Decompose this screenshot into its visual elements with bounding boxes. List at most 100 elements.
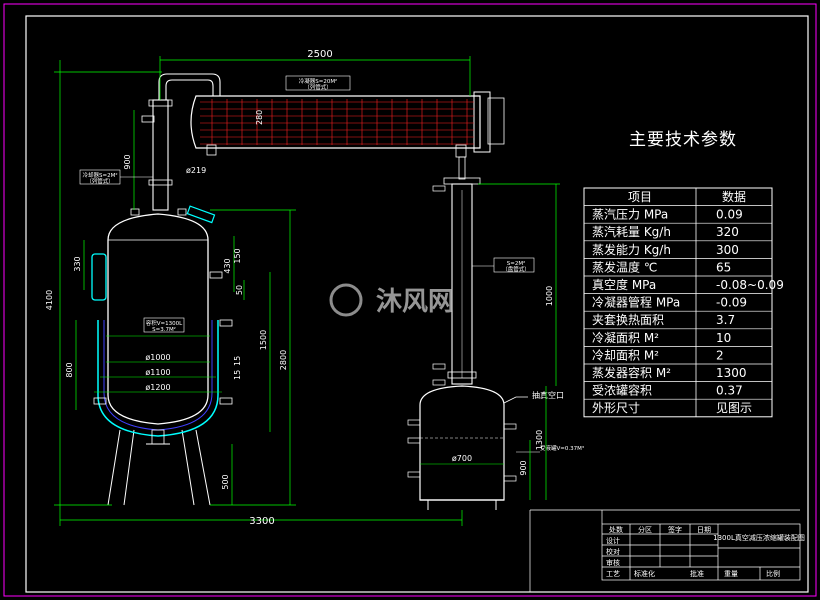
- spec-row-value: -0.08~0.09: [716, 278, 784, 292]
- tb-drawing-name: 1300L真空减压浓缩罐装配图: [713, 533, 805, 542]
- receiver-nozzle-2: [407, 437, 421, 444]
- vessel-leg-left: [107, 429, 135, 506]
- side-nozzle-2: [219, 319, 233, 327]
- spec-row-item: 蒸汽压力 MPa: [592, 207, 668, 222]
- receiver-assembly: 抽真空口 S=2M² （盘管式） 受液罐V=0.37M³: [407, 156, 584, 510]
- receiver-nozzle-4: [503, 423, 517, 430]
- side-nozzle-1: [209, 271, 223, 279]
- condenser-label: 冷凝器S=20M²: [299, 77, 338, 85]
- inner-frame: [25, 15, 809, 593]
- cooler-left-label: 冷却器S=2M²: [82, 171, 117, 179]
- condenser-label-box: [285, 75, 351, 91]
- dim-text-219: ø219: [186, 166, 206, 175]
- spec-row-value: 65: [716, 260, 731, 274]
- dim-text-2500: 2500: [307, 49, 332, 60]
- vacuum-port-label: 抽真空口: [532, 390, 564, 400]
- dim-text-900b: 900: [519, 460, 528, 475]
- spec-row-value: 0.09: [716, 208, 743, 222]
- condenser-drain: [206, 144, 217, 156]
- sight-glass: [186, 205, 216, 224]
- dim-text-150: 150: [233, 248, 242, 263]
- dim-text-700: ø700: [452, 454, 472, 463]
- dim-text-50: 50: [235, 285, 244, 295]
- tb-header-0: 处数: [609, 525, 623, 534]
- vessel-shell: [107, 213, 209, 425]
- dim-text-1000d: ø1000: [145, 353, 170, 362]
- dim-text-500: 500: [221, 474, 230, 489]
- spec-table-frame: [583, 187, 773, 418]
- tb-row-3: 工艺: [606, 570, 620, 578]
- spec-row-value: -0.09: [716, 296, 747, 310]
- spec-row-item: 真空度 MPa: [592, 277, 656, 292]
- receiver-nozzle-3: [407, 471, 421, 478]
- outer-frame: [3, 3, 817, 597]
- spec-row-value: 见图示: [716, 401, 752, 415]
- tb-row-2: 审核: [606, 558, 620, 567]
- dim-text-4100: 4100: [45, 290, 54, 310]
- down-pipe: [458, 156, 466, 180]
- spec-row-value: 10: [716, 331, 731, 345]
- receiver-nozzle-1: [407, 419, 421, 426]
- condenser: 冷凝器S=20M² （列管式） 280: [190, 75, 505, 158]
- tb-header-3: 日期: [697, 526, 711, 534]
- top-nozzle-1: [130, 208, 140, 216]
- spec-row-item: 蒸发温度 ℃: [592, 259, 657, 274]
- tb-bottom-1: 批准: [690, 569, 704, 578]
- tb-row-0: 设计: [606, 536, 620, 545]
- manhole: [91, 253, 107, 301]
- dim-280: 280: [255, 110, 264, 125]
- dim-text-430: 430: [223, 258, 232, 273]
- spec-row-value: 300: [716, 243, 739, 257]
- vapor-column: [141, 73, 221, 211]
- receiver-tank: [419, 385, 505, 501]
- spec-row-item: 外形尺寸: [592, 401, 640, 415]
- spec-header-value: 数据: [722, 189, 746, 204]
- condenser-tubes: [200, 99, 474, 145]
- cooler-right-label-box: [493, 257, 535, 273]
- dim-text-330: 330: [73, 256, 82, 271]
- receiver-label: 受液罐V=0.37M³: [540, 444, 584, 452]
- dim-text-1500: 1500: [259, 330, 268, 350]
- vessel-volume-label: 容积V=1300L: [146, 319, 183, 327]
- dim-text-1000: 1000: [545, 286, 554, 306]
- vessel-label-box: [143, 317, 185, 333]
- spec-row-item: 蒸汽耗量 Kg/h: [592, 224, 671, 239]
- vessel-jacket: [97, 320, 219, 437]
- dim-text-3300: 3300: [249, 516, 274, 527]
- cooler-nozzle-2: [432, 363, 446, 370]
- tb-header-2: 签字: [668, 525, 682, 534]
- tb-bottom-3: 比例: [766, 569, 780, 578]
- spec-row-item: 冷凝器管程 MPa: [592, 295, 680, 310]
- spec-header-item: 项目: [628, 190, 652, 204]
- dim-text-2800: 2800: [279, 350, 288, 370]
- vapor-line: [158, 73, 221, 100]
- spec-row-item: 冷却面积 M²: [592, 348, 659, 362]
- dim-text-1200d: ø1200: [145, 383, 170, 392]
- spec-row-value: 2: [716, 348, 724, 362]
- dim-text-1300: 1300: [535, 430, 544, 450]
- cooler-nozzle-3: [432, 379, 446, 386]
- vapor-pipe-flange: [148, 99, 173, 107]
- spec-row-value: 1300: [716, 366, 747, 380]
- cooler-column: [451, 183, 473, 385]
- spec-row-item: 蒸发器容积 M²: [592, 365, 671, 380]
- spec-row-item: 蒸发能力 Kg/h: [592, 242, 671, 257]
- spec-row-value: 320: [716, 225, 739, 239]
- tb-bottom-0: 标准化: [634, 569, 655, 578]
- dim-text-900: 900: [123, 154, 132, 169]
- vapor-pipe-flange-2: [148, 179, 173, 186]
- dimension-lines: [54, 56, 560, 526]
- cooler-right-label: S=2M²: [507, 260, 526, 267]
- condenser-shell: [190, 95, 481, 149]
- tb-header-1: 分区: [638, 525, 652, 534]
- spec-row-item: 冷凝面积 M²: [592, 330, 659, 345]
- vapor-pipe-nozzle: [141, 115, 155, 123]
- condenser-cap: [487, 97, 505, 145]
- vessel-leg-right: [181, 429, 211, 506]
- title-block-frame: [601, 523, 801, 581]
- dim-text-1100d: ø1100: [145, 368, 170, 377]
- vacuum-port-line: [503, 396, 528, 404]
- title-block: [529, 509, 801, 592]
